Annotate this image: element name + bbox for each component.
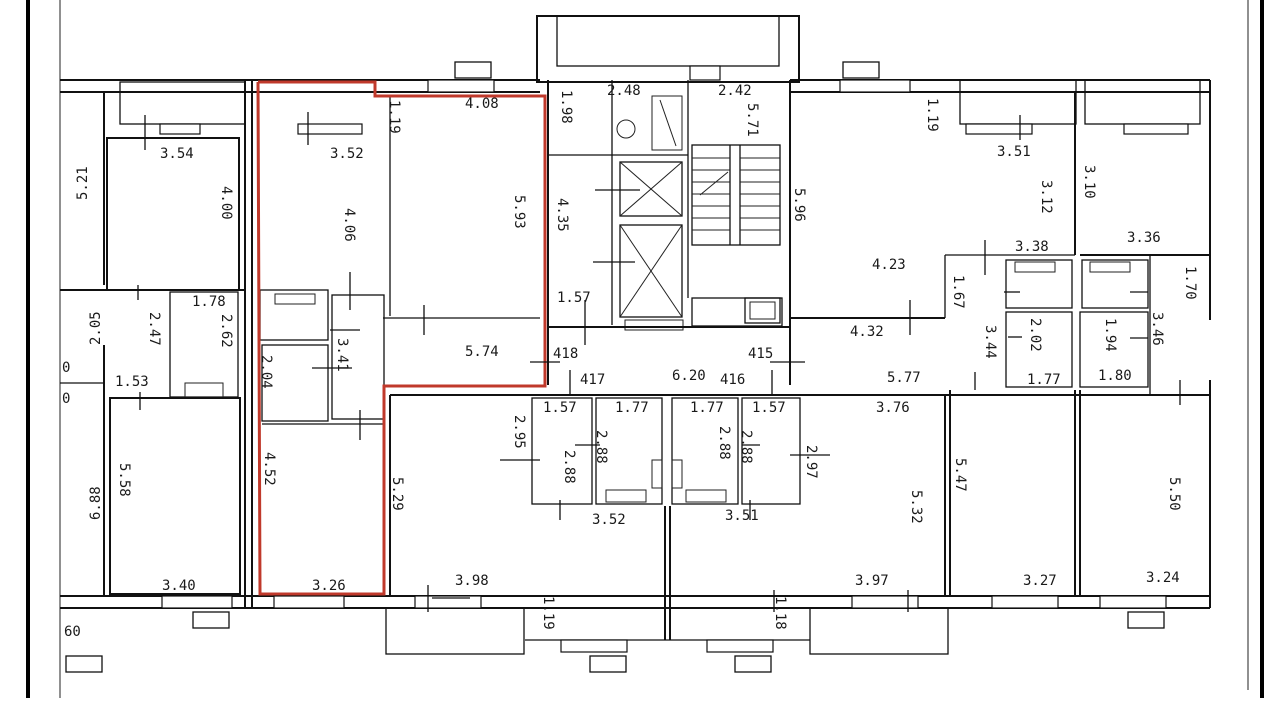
dim-label: 5.96 [791, 188, 807, 222]
dim-label: 60 [64, 624, 81, 640]
dim-label: 2.02 [1027, 318, 1043, 352]
dim-label: 3.36 [1127, 230, 1161, 246]
dim-label: 2.04 [258, 355, 274, 389]
dim-label: 5.21 [75, 166, 91, 200]
dim-label: 1.19 [540, 596, 556, 630]
dim-label: 5.93 [511, 195, 527, 229]
dim-label: 4.32 [850, 324, 884, 340]
dim-label: 1.78 [192, 294, 226, 310]
dim-label: 1.94 [1102, 318, 1118, 352]
dim-label: 415 [748, 346, 773, 362]
dim-label: 6.88 [88, 486, 104, 520]
corridor [390, 326, 1210, 396]
dimension-labels: 4.08 3.52 1.19 4.06 5.93 5.74 3.41 2.04 … [62, 83, 1198, 640]
dim-label: 2.88 [561, 450, 577, 484]
dim-label: 3.98 [455, 573, 489, 589]
dim-label: 3.76 [876, 400, 910, 416]
dim-label: 1.57 [752, 400, 786, 416]
dim-label: 4.08 [465, 96, 499, 112]
selected-apartment-interior [259, 96, 540, 425]
dim-label: 2.62 [218, 314, 234, 348]
stair-tower [536, 15, 800, 385]
dim-label: 1.53 [115, 374, 149, 390]
dim-label: 3.51 [997, 144, 1031, 160]
dim-label: 4.52 [261, 452, 277, 486]
dim-label: 0 [62, 360, 70, 376]
dim-label: 1.67 [950, 275, 966, 309]
dim-label: 2.88 [593, 430, 609, 464]
dim-label: 3.54 [160, 146, 194, 162]
dim-label: 0 [62, 391, 70, 407]
dim-label: 1.77 [615, 400, 649, 416]
dim-label: 3.46 [1149, 312, 1165, 346]
dim-label: 5.32 [908, 490, 924, 524]
dim-label: 2.42 [718, 83, 752, 99]
bottom-windows [161, 65, 1167, 653]
dim-label: 2.05 [88, 311, 104, 345]
dim-label: 6.20 [672, 368, 706, 384]
staircase [691, 144, 783, 327]
dim-label: 4.35 [554, 198, 570, 232]
dim-label: 4.06 [341, 208, 357, 242]
dim-label: 1.57 [557, 290, 591, 306]
selected-apartment-outline [256, 80, 547, 596]
dim-label: 3.97 [855, 573, 889, 589]
dim-label: 2.95 [511, 415, 527, 449]
dim-label: 3.38 [1015, 239, 1049, 255]
dim-label: 2.48 [607, 83, 641, 99]
dim-label: 5.50 [1166, 477, 1182, 511]
dim-label: 5.29 [389, 477, 405, 511]
dim-label: 417 [580, 372, 605, 388]
dim-label: 1.98 [558, 90, 574, 124]
dim-label: 3.40 [162, 578, 196, 594]
dim-label: 3.41 [334, 338, 350, 372]
dim-label: 1.57 [543, 400, 577, 416]
dim-label: 418 [553, 346, 578, 362]
dim-label: 2.88 [738, 430, 754, 464]
dim-label: 1.70 [1182, 266, 1198, 300]
dim-label: 2.97 [803, 445, 819, 479]
dim-label: 5.71 [744, 103, 760, 137]
dim-label: 5.47 [952, 458, 968, 492]
utility-shaft [616, 95, 683, 151]
left-apartments [60, 80, 253, 608]
dim-label: 2.88 [716, 426, 732, 460]
dim-label: 3.26 [312, 578, 346, 594]
dim-label: 3.52 [592, 512, 626, 528]
dim-label: 4.23 [872, 257, 906, 273]
dim-label: 1.77 [690, 400, 724, 416]
dim-label: 5.74 [465, 344, 499, 360]
dim-label: 3.27 [1023, 573, 1057, 589]
dim-label: 1.77 [1027, 372, 1061, 388]
dim-label: 3.51 [725, 508, 759, 524]
dim-label: 3.12 [1038, 180, 1054, 214]
dim-label: 3.52 [330, 146, 364, 162]
dim-label: 2.47 [146, 312, 162, 346]
dim-label: 4.00 [218, 186, 234, 220]
elevator-shafts [619, 161, 684, 331]
dim-label: 416 [720, 372, 745, 388]
dim-label: 5.58 [116, 463, 132, 497]
dim-label: 1.19 [924, 98, 940, 132]
dim-label: 3.24 [1146, 570, 1180, 586]
dim-label: 3.44 [982, 325, 998, 359]
dim-label: 3.10 [1081, 165, 1097, 199]
page-frame [26, 0, 1264, 698]
dimension-ticks [137, 112, 1181, 612]
dim-label: 1.80 [1098, 368, 1132, 384]
dim-label: 1.18 [772, 596, 788, 630]
lower-middle-apartments [385, 395, 949, 655]
dim-label: 5.77 [887, 370, 921, 386]
right-apartments [790, 79, 1210, 596]
radiator-icons [65, 61, 1165, 673]
dim-label: 1.19 [386, 100, 402, 134]
